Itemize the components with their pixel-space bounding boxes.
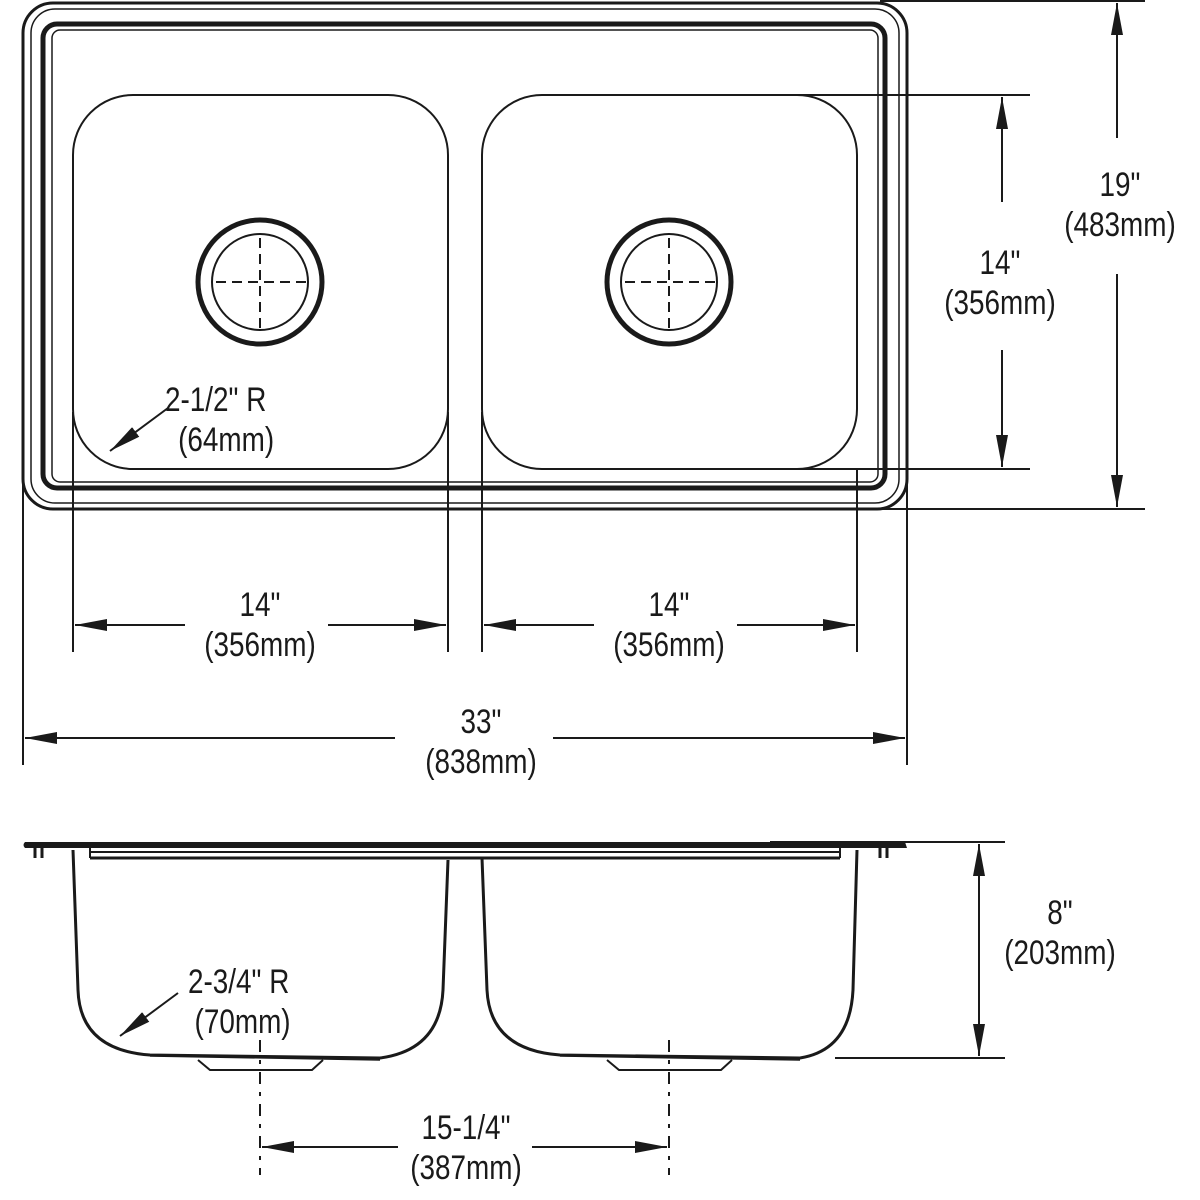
corner-radius-metric: (64mm) [178, 421, 275, 459]
overall-depth-imperial: 19" [1054, 165, 1186, 205]
sink-rim-inner-line [30, 8, 900, 504]
left-mounting-clip-icon [33, 848, 44, 858]
side-view [23, 841, 1005, 1175]
right-bowl-width-label: 14" (356mm) [603, 585, 735, 665]
corner-radius-leader [109, 407, 169, 452]
right-drain-icon [604, 217, 734, 347]
drain-spacing-metric: (387mm) [400, 1148, 532, 1188]
right-bowl-width-imperial: 14" [603, 585, 735, 625]
sink-outer-rim [21, 1, 909, 511]
overall-width-label: 33" (838mm) [415, 702, 547, 782]
bowl-height-metric: (203mm) [994, 933, 1126, 973]
drain-spacing-imperial: 15-1/4" [400, 1108, 532, 1148]
bottom-radius-leader [119, 992, 179, 1037]
left-bowl-profile [71, 849, 450, 1060]
deck-profile [23, 842, 907, 848]
bowl-depth-imperial: 14" [934, 243, 1066, 283]
bowl-depth-metric: (356mm) [934, 283, 1066, 323]
left-bowl-width-label: 14" (356mm) [194, 585, 326, 665]
sink-deck-edge [40, 21, 888, 491]
bottom-radius-label: 2-3/4" R (70mm) [188, 962, 319, 1042]
right-bowl-width-metric: (356mm) [603, 625, 735, 665]
left-bowl-outline [72, 94, 449, 470]
corner-radius-imperial: 2-1/2" R [165, 381, 267, 419]
overall-depth-label: 19" (483mm) [1054, 165, 1186, 245]
right-bowl-profile [480, 849, 859, 1060]
right-bowl-outline [481, 94, 858, 470]
corner-radius-label: 2-1/2" R (64mm) [165, 380, 296, 460]
drain-spacing-label: 15-1/4" (387mm) [400, 1108, 532, 1188]
bottom-radius-metric: (70mm) [194, 1003, 291, 1041]
overall-width-imperial: 33" [415, 702, 547, 742]
left-drain-icon [195, 217, 325, 347]
left-bowl-width-metric: (356mm) [194, 625, 326, 665]
sink-deck-edge-inner [51, 29, 879, 483]
overall-depth-metric: (483mm) [1054, 205, 1186, 245]
bowl-height-label: 8" (203mm) [994, 893, 1126, 973]
left-bowl-width-imperial: 14" [194, 585, 326, 625]
bottom-radius-imperial: 2-3/4" R [188, 963, 290, 1001]
top-view [21, 0, 1145, 765]
overall-width-metric: (838mm) [415, 742, 547, 782]
bowl-depth-label: 14" (356mm) [934, 243, 1066, 323]
bowl-height-imperial: 8" [994, 893, 1126, 933]
